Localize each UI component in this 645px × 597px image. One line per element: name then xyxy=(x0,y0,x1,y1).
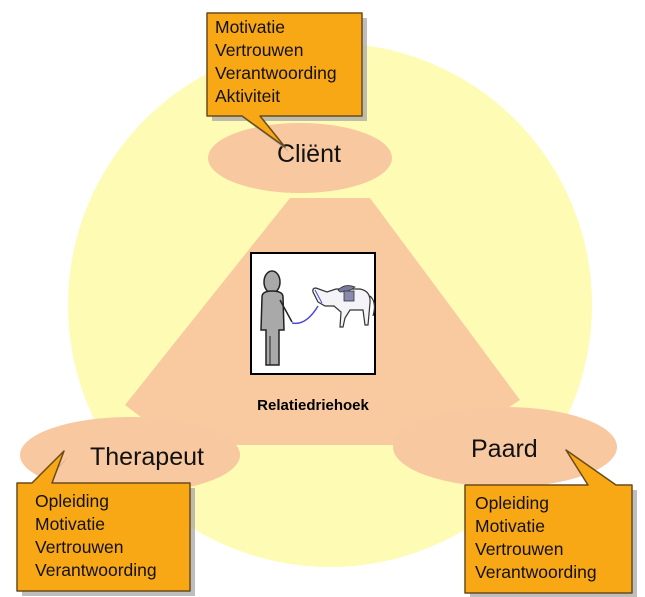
therapeut-callout-box xyxy=(16,450,191,592)
client-callout: Motivatie Vertrouwen Verantwoording Akti… xyxy=(207,13,362,116)
callout-item: Motivatie xyxy=(215,17,286,37)
relation-picture xyxy=(250,252,376,375)
callout-item: Vertrouwen xyxy=(215,40,304,60)
therapeut-ellipse xyxy=(20,417,240,493)
person-figure xyxy=(260,270,293,366)
paard-callout-box xyxy=(464,449,633,594)
paard-callout: Opleiding Motivatie Vertrouwen Verantwoo… xyxy=(465,485,632,593)
client-ellipse xyxy=(208,123,392,193)
lead-rope xyxy=(291,305,319,325)
callout-item: Vertrouwen xyxy=(35,537,124,557)
callout-item: Motivatie xyxy=(35,514,106,534)
therapeut-label: Therapeut xyxy=(90,443,204,471)
callout-item: Motivatie xyxy=(475,516,546,536)
callout-item: Verantwoording xyxy=(475,562,597,582)
callout-item: Verantwoording xyxy=(35,560,157,580)
center-label: Relatiedriehoek xyxy=(257,397,369,414)
therapeut-callout: Opleiding Motivatie Vertrouwen Verantwoo… xyxy=(17,483,190,591)
paard-ellipse xyxy=(393,407,617,487)
callout-item: Opleiding xyxy=(35,491,109,511)
horse-figure xyxy=(312,285,376,328)
client-callout-box xyxy=(206,12,363,148)
client-label: Cliënt xyxy=(277,140,341,168)
therapeut-callout-list: Opleiding Motivatie Vertrouwen Verantwoo… xyxy=(35,490,190,582)
paard-label: Paard xyxy=(471,435,538,463)
client-callout-list: Motivatie Vertrouwen Verantwoording Akti… xyxy=(215,16,362,108)
callout-item: Vertrouwen xyxy=(475,539,564,559)
callout-item: Verantwoording xyxy=(215,63,337,83)
callout-item: Aktiviteit xyxy=(215,86,281,106)
callout-item: Opleiding xyxy=(475,493,549,513)
paard-callout-list: Opleiding Motivatie Vertrouwen Verantwoo… xyxy=(475,492,632,584)
